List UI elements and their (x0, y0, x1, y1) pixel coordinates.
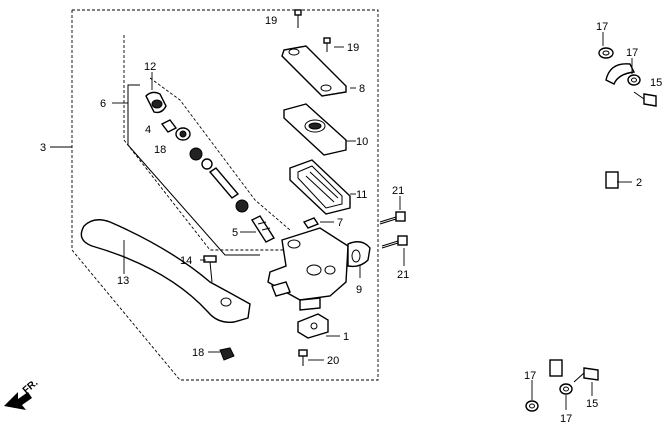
callout-10: 10 (356, 136, 368, 148)
callout-19a: 19 (265, 15, 277, 27)
callout-11: 11 (356, 189, 367, 201)
reservoir-cap (281, 45, 347, 97)
screw-19-top (294, 9, 302, 28)
callout-2: 2 (636, 177, 642, 189)
callout-9: 9 (356, 284, 362, 296)
screw-19-mid (323, 37, 331, 52)
diaphragm (289, 159, 351, 215)
master-cylinder-body (267, 227, 349, 311)
callout-21b: 21 (397, 269, 409, 281)
bolt-15-lower (573, 367, 599, 383)
assembly-frame (71, 9, 379, 381)
washer-17-a (598, 47, 614, 59)
washer-17-b (627, 74, 641, 86)
callout-18b: 18 (192, 347, 204, 359)
callout-18a: 18 (154, 144, 166, 156)
callout-7: 7 (337, 217, 343, 229)
leader-lines (50, 32, 633, 410)
washer-17-d (559, 383, 573, 395)
bolt-21-lower (381, 235, 408, 249)
brake-hose (518, 63, 636, 381)
bolt-15-upper (633, 91, 657, 107)
clip-7 (302, 217, 320, 229)
callout-21a: 21 (392, 185, 404, 197)
callout-4: 4 (145, 124, 151, 136)
callout-15b: 15 (586, 398, 598, 410)
pivot-bolt-14 (203, 255, 217, 283)
callout-17d: 17 (560, 413, 572, 425)
holder-9 (347, 241, 371, 268)
callout-3: 3 (40, 142, 46, 154)
nut-18-lower (219, 347, 235, 361)
callout-12: 12 (144, 61, 156, 73)
brake-switch (297, 313, 329, 339)
brake-lever (80, 219, 251, 323)
callout-14: 14 (180, 255, 192, 267)
group-bracket-6 (127, 77, 291, 256)
callout-6: 6 (100, 98, 106, 110)
callout-15a: 15 (650, 77, 662, 89)
diaphragm-plate (283, 103, 347, 156)
callout-13: 13 (117, 275, 129, 287)
callout-8: 8 (359, 83, 365, 95)
front-direction-arrow: FR. (4, 377, 40, 410)
direction-label: FR. (21, 377, 41, 396)
callout-1: 1 (343, 331, 349, 343)
bolt-21-upper (379, 211, 406, 225)
callout-19b: 19 (347, 42, 359, 54)
callout-17c: 17 (524, 370, 536, 382)
callout-17a: 17 (596, 21, 608, 33)
piston-set (145, 91, 276, 243)
washer-17-c (525, 400, 539, 412)
callout-5: 5 (232, 227, 238, 239)
callout-20: 20 (327, 355, 339, 367)
callout-17b: 17 (626, 47, 638, 59)
screw-20 (298, 349, 308, 366)
